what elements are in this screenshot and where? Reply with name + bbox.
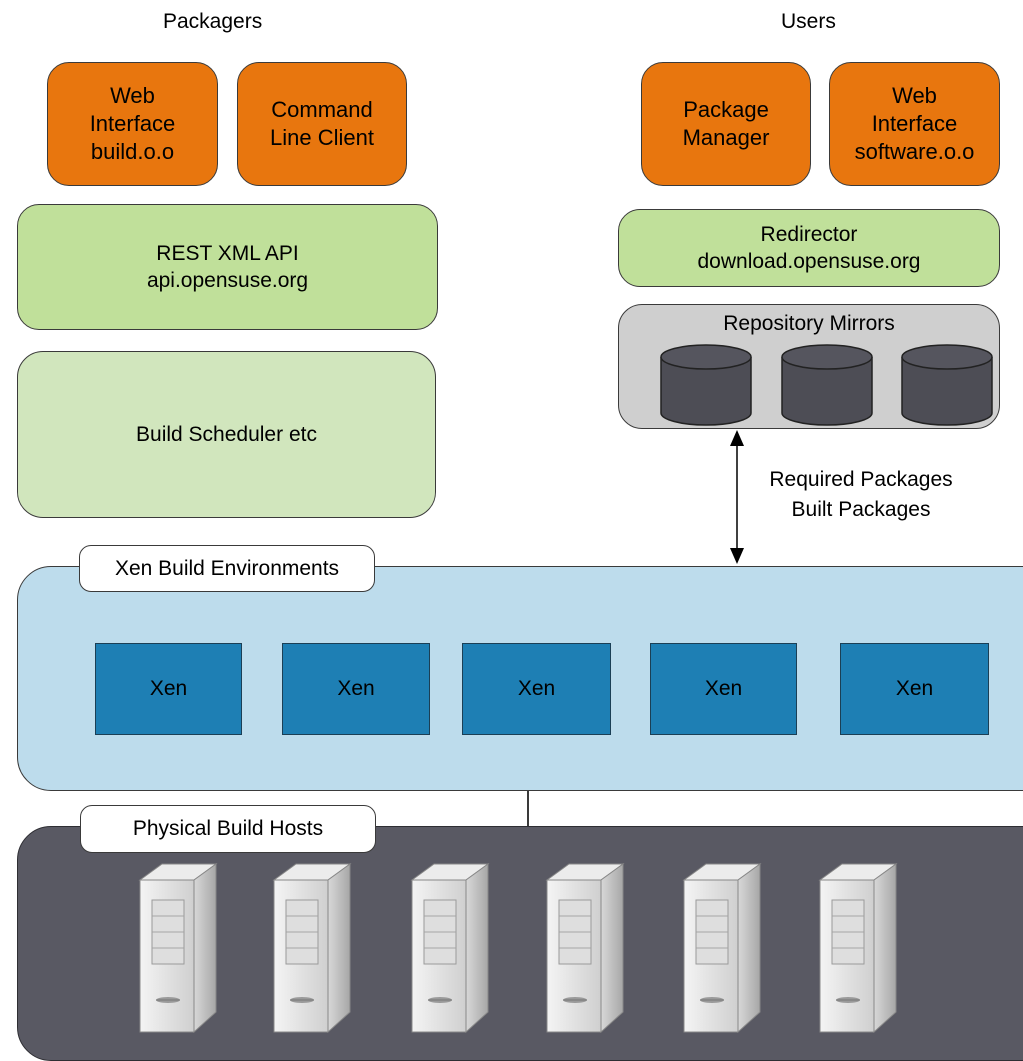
server-icon [273, 863, 351, 1033]
xen-node: Xen [95, 643, 242, 735]
xen-build-environments-label: Xen Build Environments [79, 545, 375, 592]
packagers-heading: Packagers [163, 10, 263, 33]
physical-build-hosts-label: Physical Build Hosts [80, 805, 376, 853]
server-icon [683, 863, 761, 1033]
server-icons [139, 863, 897, 1033]
rest-xml-api-box: REST XML API api.opensuse.org [17, 204, 438, 330]
command-line-client-box: Command Line Client [237, 62, 407, 186]
xen-node: Xen [650, 643, 797, 735]
database-icon [660, 344, 752, 426]
xen-node: Xen [840, 643, 989, 735]
database-icon [901, 344, 993, 426]
connector-line [527, 791, 529, 827]
server-icon [819, 863, 897, 1033]
xen-node: Xen [282, 643, 430, 735]
build-scheduler-box: Build Scheduler etc [17, 351, 436, 518]
repository-mirrors-title: Repository Mirrors [723, 312, 895, 335]
package-manager-box: Package Manager [641, 62, 811, 186]
redirector-box: Redirector download.opensuse.org [618, 209, 1000, 287]
database-icons [660, 344, 993, 426]
users-heading: Users [781, 10, 836, 33]
server-icon [411, 863, 489, 1033]
double-arrow-icon [730, 430, 744, 564]
server-icon [546, 863, 624, 1033]
arrow-label: Required Packages Built Packages [769, 468, 953, 521]
database-icon [781, 344, 873, 426]
server-icon [139, 863, 217, 1033]
repository-mirrors-box: Repository Mirrors [618, 304, 1000, 429]
web-interface-software-box: Web Interface software.o.o [829, 62, 1000, 186]
web-interface-build-box: Web Interface build.o.o [47, 62, 218, 186]
xen-node: Xen [462, 643, 611, 735]
